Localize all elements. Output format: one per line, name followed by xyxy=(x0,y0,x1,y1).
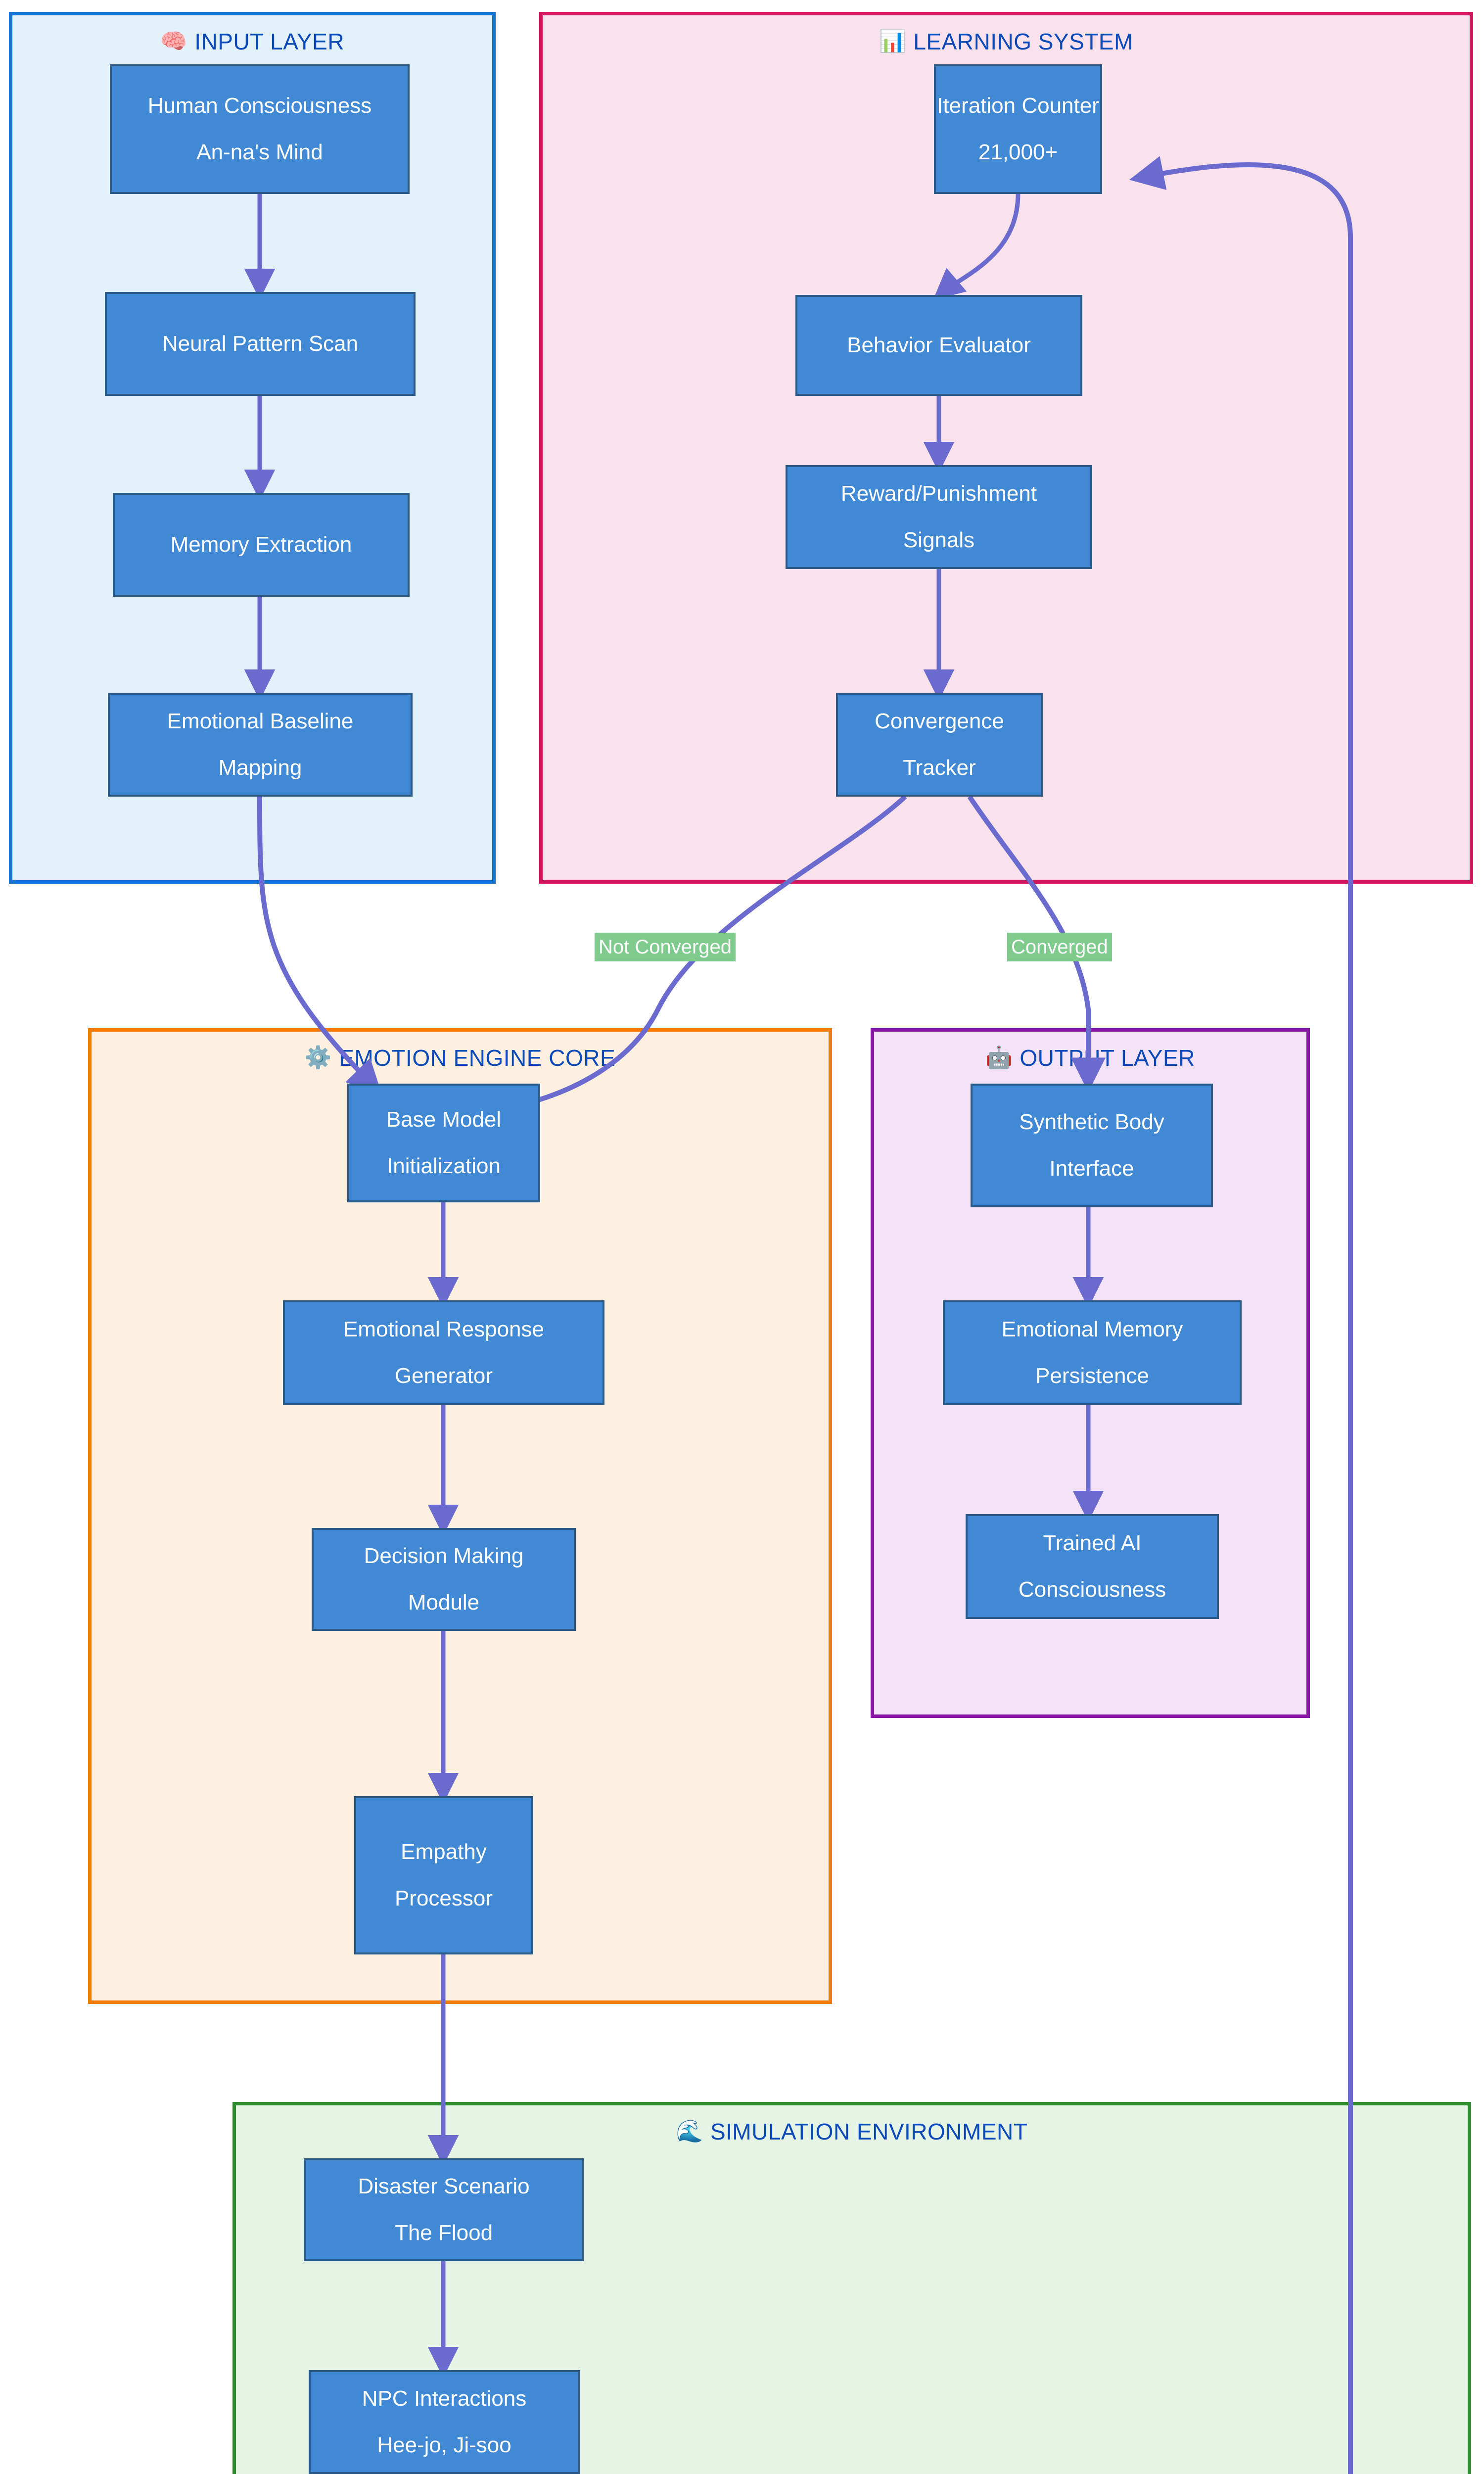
node-label-line1: Behavior Evaluator xyxy=(847,333,1031,358)
node-emotional-baseline-mapping[interactable]: Emotional Baseline Mapping xyxy=(108,693,413,797)
node-synthetic-body-interface[interactable]: Synthetic Body Interface xyxy=(971,1084,1213,1207)
node-neural-pattern-scan[interactable]: Neural Pattern Scan xyxy=(105,292,416,396)
node-label-line1: Iteration Counter xyxy=(937,94,1099,118)
node-label-line1: Memory Extraction xyxy=(170,532,352,557)
node-label-line1: Human Consciousness xyxy=(147,94,372,118)
gear-icon: ⚙️ xyxy=(304,1046,332,1070)
cluster-title-text: LEARNING SYSTEM xyxy=(913,29,1133,54)
wave-icon: 🌊 xyxy=(676,2119,703,2143)
node-convergence-tracker[interactable]: Convergence Tracker xyxy=(836,693,1043,797)
node-emotional-response-generator[interactable]: Emotional Response Generator xyxy=(283,1300,604,1405)
robot-icon: 🤖 xyxy=(985,1046,1013,1070)
node-label-line1: Disaster Scenario xyxy=(358,2174,530,2199)
node-label-line2: Hee-jo, Ji-soo xyxy=(377,2433,511,2457)
edge-label-converged: Converged xyxy=(1007,933,1112,961)
node-label-line2: Tracker xyxy=(903,756,976,780)
node-label-line1: Neural Pattern Scan xyxy=(162,332,359,356)
node-label-line1: Empathy xyxy=(401,1840,487,1864)
node-label-line2: Module xyxy=(408,1590,480,1615)
node-label-line1: Synthetic Body xyxy=(1019,1110,1164,1135)
node-label-line1: Emotional Baseline xyxy=(167,709,354,734)
node-label-line2: Initialization xyxy=(387,1154,501,1178)
node-label-line1: Convergence xyxy=(875,709,1004,734)
node-disaster-scenario[interactable]: Disaster Scenario The Flood xyxy=(304,2158,584,2261)
node-label-line1: Decision Making xyxy=(364,1544,524,1569)
cluster-learning-system-title: 📊 LEARNING SYSTEM xyxy=(543,28,1470,55)
node-label-line1: Emotional Memory xyxy=(1001,1317,1183,1342)
node-label-line2: An-na's Mind xyxy=(196,140,323,164)
cluster-output-layer-title: 🤖 OUTPUT LAYER xyxy=(874,1045,1306,1071)
node-decision-making-module[interactable]: Decision Making Module xyxy=(312,1528,576,1631)
node-label-line1: Reward/Punishment xyxy=(840,481,1037,506)
cluster-title-text: SIMULATION ENVIRONMENT xyxy=(710,2119,1028,2144)
node-label-line1: Emotional Response xyxy=(343,1317,544,1342)
node-label-line2: 21,000+ xyxy=(978,140,1058,164)
node-label-line2: Generator xyxy=(394,1364,493,1388)
node-label-line2: Persistence xyxy=(1035,1364,1149,1388)
node-label-line2: The Flood xyxy=(394,2221,493,2245)
node-label-line2: Mapping xyxy=(218,756,302,780)
node-memory-extraction[interactable]: Memory Extraction xyxy=(113,493,410,597)
cluster-emotion-engine-core-title: ⚙️ EMOTION ENGINE CORE xyxy=(92,1045,829,1071)
cluster-input-layer-title: 🧠 INPUT LAYER xyxy=(12,28,492,55)
node-empathy-processor[interactable]: Empathy Processor xyxy=(354,1796,533,1954)
node-label-line1: Trained AI xyxy=(1043,1531,1142,1556)
node-label-line2: Processor xyxy=(394,1886,493,1910)
node-npc-interactions[interactable]: NPC Interactions Hee-jo, Ji-soo xyxy=(309,2370,580,2474)
node-base-model-initialization[interactable]: Base Model Initialization xyxy=(347,1084,540,1202)
node-label-line1: NPC Interactions xyxy=(362,2386,527,2411)
cluster-title-text: INPUT LAYER xyxy=(194,29,345,54)
node-label-line2: Consciousness xyxy=(1018,1577,1166,1602)
node-iteration-counter[interactable]: Iteration Counter 21,000+ xyxy=(934,64,1102,194)
brain-icon: 🧠 xyxy=(160,29,188,53)
node-behavior-evaluator[interactable]: Behavior Evaluator xyxy=(795,295,1082,396)
node-label-line1: Base Model xyxy=(386,1107,502,1132)
node-label-line2: Interface xyxy=(1049,1156,1134,1181)
node-trained-ai-consciousness[interactable]: Trained AI Consciousness xyxy=(966,1514,1219,1619)
node-label-line2: Signals xyxy=(903,528,975,552)
edge-label-not-converged: Not Converged xyxy=(595,933,736,961)
node-reward-punishment-signals[interactable]: Reward/Punishment Signals xyxy=(786,465,1092,569)
node-human-consciousness[interactable]: Human Consciousness An-na's Mind xyxy=(110,64,410,194)
bar-chart-icon: 📊 xyxy=(879,29,907,53)
cluster-simulation-environment-title: 🌊 SIMULATION ENVIRONMENT xyxy=(236,2118,1468,2145)
cluster-title-text: EMOTION ENGINE CORE xyxy=(339,1045,616,1071)
cluster-title-text: OUTPUT LAYER xyxy=(1020,1045,1195,1071)
node-emotional-memory-persistence[interactable]: Emotional Memory Persistence xyxy=(943,1300,1242,1405)
